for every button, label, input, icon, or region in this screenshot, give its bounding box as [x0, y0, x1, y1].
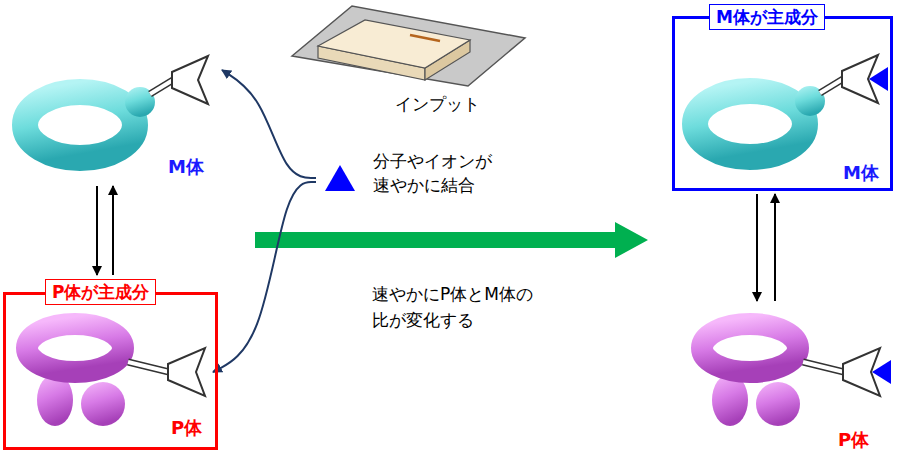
equilibrium-arrow: [112, 186, 114, 275]
p-molecule: [27, 324, 205, 426]
p-molecule-bound: [702, 324, 891, 426]
ligand-label: 分子やイオンが 速やかに結合: [373, 150, 513, 198]
helix-lobe: [81, 382, 125, 426]
state-box: P体P体が主成分: [3, 292, 218, 450]
transition-arrow: [255, 222, 648, 258]
linker: [803, 362, 844, 372]
bound-ligand: [869, 67, 888, 91]
torus: [25, 92, 135, 158]
switch-top: [318, 20, 470, 68]
linker: [820, 79, 843, 93]
helix-ring: [702, 324, 798, 372]
input-switch: インプット: [285, 3, 535, 121]
linker: [820, 79, 843, 93]
linker: [150, 80, 173, 94]
molecule-label: P体: [838, 428, 869, 451]
molecule-node: P体: [685, 305, 890, 455]
binding-arrow: [213, 182, 316, 372]
helix-lobe: [756, 382, 800, 426]
box-heading: P体が主成分: [45, 279, 156, 305]
equilibrium-arrow: [774, 194, 776, 301]
torus: [695, 91, 805, 157]
linker: [150, 80, 173, 94]
switch-mark: [410, 35, 440, 41]
receptor: [168, 348, 205, 396]
linker: [803, 362, 844, 372]
molecule-label: P体: [171, 416, 202, 439]
box-heading: M体が主成分: [709, 4, 825, 30]
state-box: M体M体が主成分: [672, 16, 893, 191]
linker: [128, 362, 169, 372]
molecule-label: M体: [843, 161, 879, 184]
linker: [128, 362, 169, 372]
m-molecule-bound: [695, 55, 888, 157]
equilibrium-arrow: [96, 186, 98, 275]
m-molecule: [25, 56, 208, 158]
molecule-node: P体: [11, 310, 211, 442]
bound-ligand: [872, 360, 891, 384]
switch-label: インプット: [395, 93, 480, 115]
transition-note: 速やかにP体とM体の 比が変化する: [372, 282, 612, 333]
switch-plate: [292, 6, 525, 86]
helix-ring: [27, 324, 123, 372]
molecule-label: M体: [168, 155, 204, 178]
molecule-node: M体: [10, 48, 220, 183]
ligand-triangle: [325, 165, 355, 191]
receptor: [172, 56, 208, 104]
ligand-node: 分子やイオンが 速やかに結合: [318, 146, 533, 206]
molecule-node: M体: [683, 47, 888, 187]
equilibrium-arrow: [756, 194, 758, 301]
binding-arrow: [222, 70, 316, 178]
